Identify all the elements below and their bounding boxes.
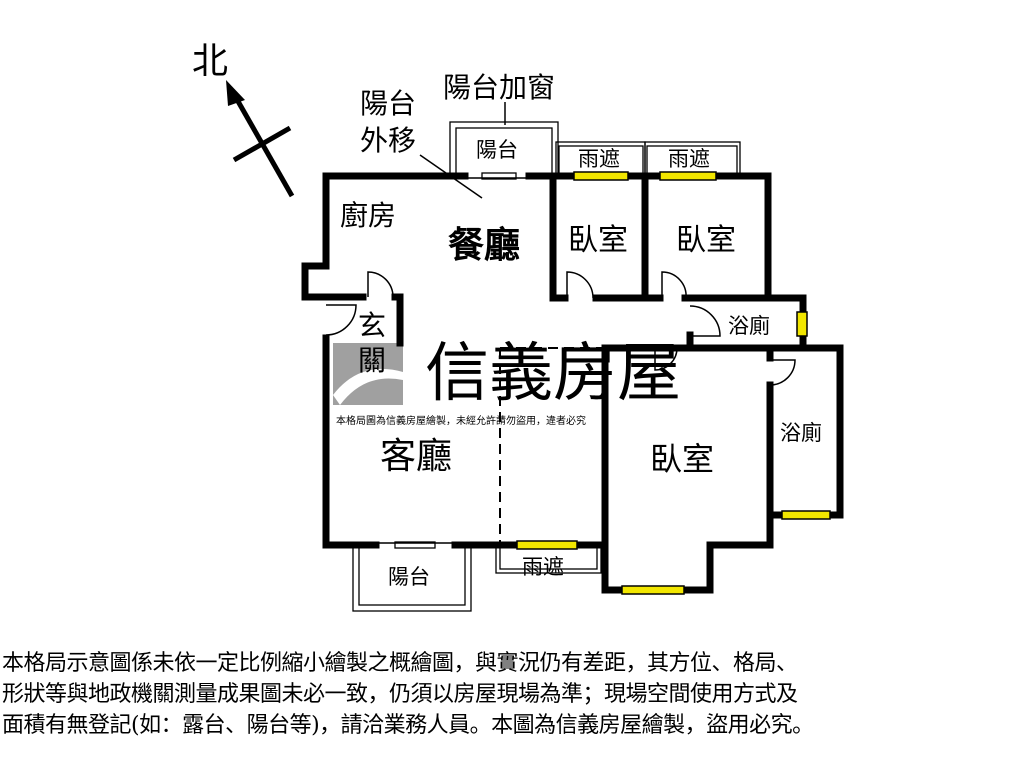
room-kitchen: 廚房 [340,199,396,232]
balcony-window-note: 陽台加窗 [443,71,555,104]
room-master-bedroom: 臥室 [650,440,714,478]
dashed-partition [499,347,605,542]
balcony-move-note-2: 外移 [360,124,416,157]
north-arrow-icon: 北 [192,41,295,198]
room-awning-2: 雨遮 [668,147,710,171]
room-entry-2: 關 [358,344,386,377]
balcony-move-note-1: 陽台 [360,87,416,120]
room-entry-1: 玄 [358,309,386,342]
room-bedroom-1: 臥室 [568,223,628,258]
windows [516,171,831,595]
room-balcony-top: 陽台 [476,138,518,162]
room-bath-2: 浴廁 [780,421,822,445]
room-dining: 餐廳 [448,224,520,266]
room-bath-1: 浴廁 [728,314,770,338]
room-awning-1: 雨遮 [578,147,620,171]
room-living: 客廳 [380,436,452,477]
disclaimer-line-3: 面積有無登記(如：露台、陽台等)，請洽業務人員。本圖為信義房屋繪製，盜用必究。 [2,713,814,738]
north-label: 北 [192,41,228,82]
room-bedroom-2: 臥室 [676,223,736,258]
watermark-note: 本格局圖為信義房屋繪製，未經允許請勿盜用，違者必究 [336,414,586,427]
door-swings [325,271,796,386]
floor-plan: 信義房屋 本格局圖為信義房屋繪製，未經允許請勿盜用，違者必究 北 陽台加窗 陽台… [192,41,844,612]
disclaimer-line-2: 形狀等與地政機關測量成果圖未必一致，仍須以房屋現場為準；現場空間使用方式及 [2,682,798,707]
room-balcony-bottom: 陽台 [388,565,430,589]
room-awning-3: 雨遮 [522,555,564,579]
disclaimer-line-1: 本格局示意圖係未依一定比例縮小繪製之概繪圖，與實況仍有差距，其方位、格局、 [2,651,798,676]
